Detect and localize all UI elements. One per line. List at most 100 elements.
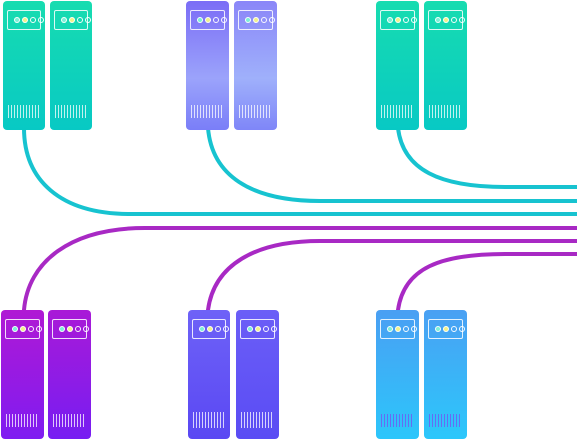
vent-grille bbox=[193, 412, 225, 428]
front-panel bbox=[240, 319, 277, 339]
vent-grille bbox=[6, 414, 39, 427]
server-teal-4 bbox=[424, 1, 467, 130]
status-leds bbox=[197, 16, 227, 23]
led-indicator bbox=[221, 16, 227, 23]
led-indicator bbox=[395, 16, 401, 23]
front-panel bbox=[428, 10, 465, 30]
led-indicator bbox=[69, 16, 75, 23]
vent-grille bbox=[53, 414, 86, 427]
status-leds bbox=[61, 16, 91, 23]
led-indicator bbox=[205, 16, 211, 23]
led-indicator bbox=[20, 325, 26, 332]
led-indicator bbox=[411, 16, 417, 23]
server-violet-2 bbox=[234, 1, 277, 130]
status-leds bbox=[435, 16, 465, 23]
led-indicator bbox=[61, 16, 67, 23]
front-panel bbox=[5, 319, 42, 339]
led-indicator bbox=[247, 325, 253, 332]
led-indicator bbox=[451, 16, 457, 23]
led-indicator bbox=[403, 16, 409, 23]
led-indicator bbox=[261, 16, 267, 23]
status-leds bbox=[14, 16, 44, 23]
cable-purple-1 bbox=[22, 226, 577, 312]
led-indicator bbox=[387, 16, 393, 23]
led-indicator bbox=[215, 325, 221, 332]
server-teal-2 bbox=[50, 1, 92, 130]
server-indigo-1 bbox=[188, 310, 230, 439]
led-indicator bbox=[85, 16, 91, 23]
led-indicator bbox=[459, 16, 465, 23]
led-indicator bbox=[28, 325, 34, 332]
server-teal-3 bbox=[376, 1, 419, 130]
front-panel bbox=[428, 319, 465, 339]
vent-grille bbox=[239, 105, 272, 118]
front-panel bbox=[52, 319, 89, 339]
server-blue-1 bbox=[376, 310, 419, 439]
led-indicator bbox=[14, 16, 20, 23]
server-teal-1 bbox=[3, 1, 45, 130]
server-purple-2 bbox=[48, 310, 91, 439]
front-panel bbox=[380, 10, 417, 30]
led-indicator bbox=[269, 16, 275, 23]
led-indicator bbox=[435, 325, 441, 332]
led-indicator bbox=[77, 16, 83, 23]
status-leds bbox=[59, 325, 89, 332]
vent-grille bbox=[381, 414, 414, 427]
status-leds bbox=[245, 16, 275, 23]
led-indicator bbox=[207, 325, 213, 332]
cable-blue-1 bbox=[396, 252, 577, 312]
led-indicator bbox=[12, 325, 18, 332]
cable-indigo-1 bbox=[206, 239, 577, 312]
led-indicator bbox=[459, 325, 465, 332]
led-indicator bbox=[36, 325, 42, 332]
led-indicator bbox=[253, 16, 259, 23]
led-indicator bbox=[83, 325, 89, 332]
status-leds bbox=[247, 325, 277, 332]
led-indicator bbox=[197, 16, 203, 23]
led-indicator bbox=[223, 325, 229, 332]
cable-violet-1 bbox=[206, 126, 577, 203]
led-indicator bbox=[213, 16, 219, 23]
led-indicator bbox=[411, 325, 417, 332]
led-indicator bbox=[451, 325, 457, 332]
led-indicator bbox=[38, 16, 44, 23]
vent-grille bbox=[191, 105, 224, 118]
vent-grille bbox=[381, 105, 414, 118]
front-panel bbox=[238, 10, 275, 30]
status-leds bbox=[387, 16, 417, 23]
cable-teal-3 bbox=[396, 126, 577, 189]
server-purple-1 bbox=[1, 310, 44, 439]
led-indicator bbox=[30, 16, 36, 23]
led-indicator bbox=[403, 325, 409, 332]
front-panel bbox=[380, 319, 417, 339]
led-indicator bbox=[263, 325, 269, 332]
server-blue-2 bbox=[424, 310, 467, 439]
led-indicator bbox=[59, 325, 65, 332]
front-panel bbox=[192, 319, 229, 339]
vent-grille bbox=[55, 105, 87, 118]
led-indicator bbox=[271, 325, 277, 332]
led-indicator bbox=[395, 325, 401, 332]
led-indicator bbox=[387, 325, 393, 332]
led-indicator bbox=[67, 325, 73, 332]
status-leds bbox=[199, 325, 229, 332]
vent-grille bbox=[429, 414, 462, 427]
status-leds bbox=[12, 325, 42, 332]
status-leds bbox=[387, 325, 417, 332]
status-leds bbox=[435, 325, 465, 332]
led-indicator bbox=[199, 325, 205, 332]
led-indicator bbox=[245, 16, 251, 23]
led-indicator bbox=[22, 16, 28, 23]
server-violet-1 bbox=[186, 1, 229, 130]
front-panel bbox=[7, 10, 44, 30]
led-indicator bbox=[443, 16, 449, 23]
led-indicator bbox=[435, 16, 441, 23]
front-panel bbox=[190, 10, 227, 30]
vent-grille bbox=[8, 105, 40, 118]
led-indicator bbox=[255, 325, 261, 332]
led-indicator bbox=[443, 325, 449, 332]
cable-teal-1 bbox=[22, 126, 577, 216]
led-indicator bbox=[75, 325, 81, 332]
server-indigo-2 bbox=[236, 310, 279, 439]
